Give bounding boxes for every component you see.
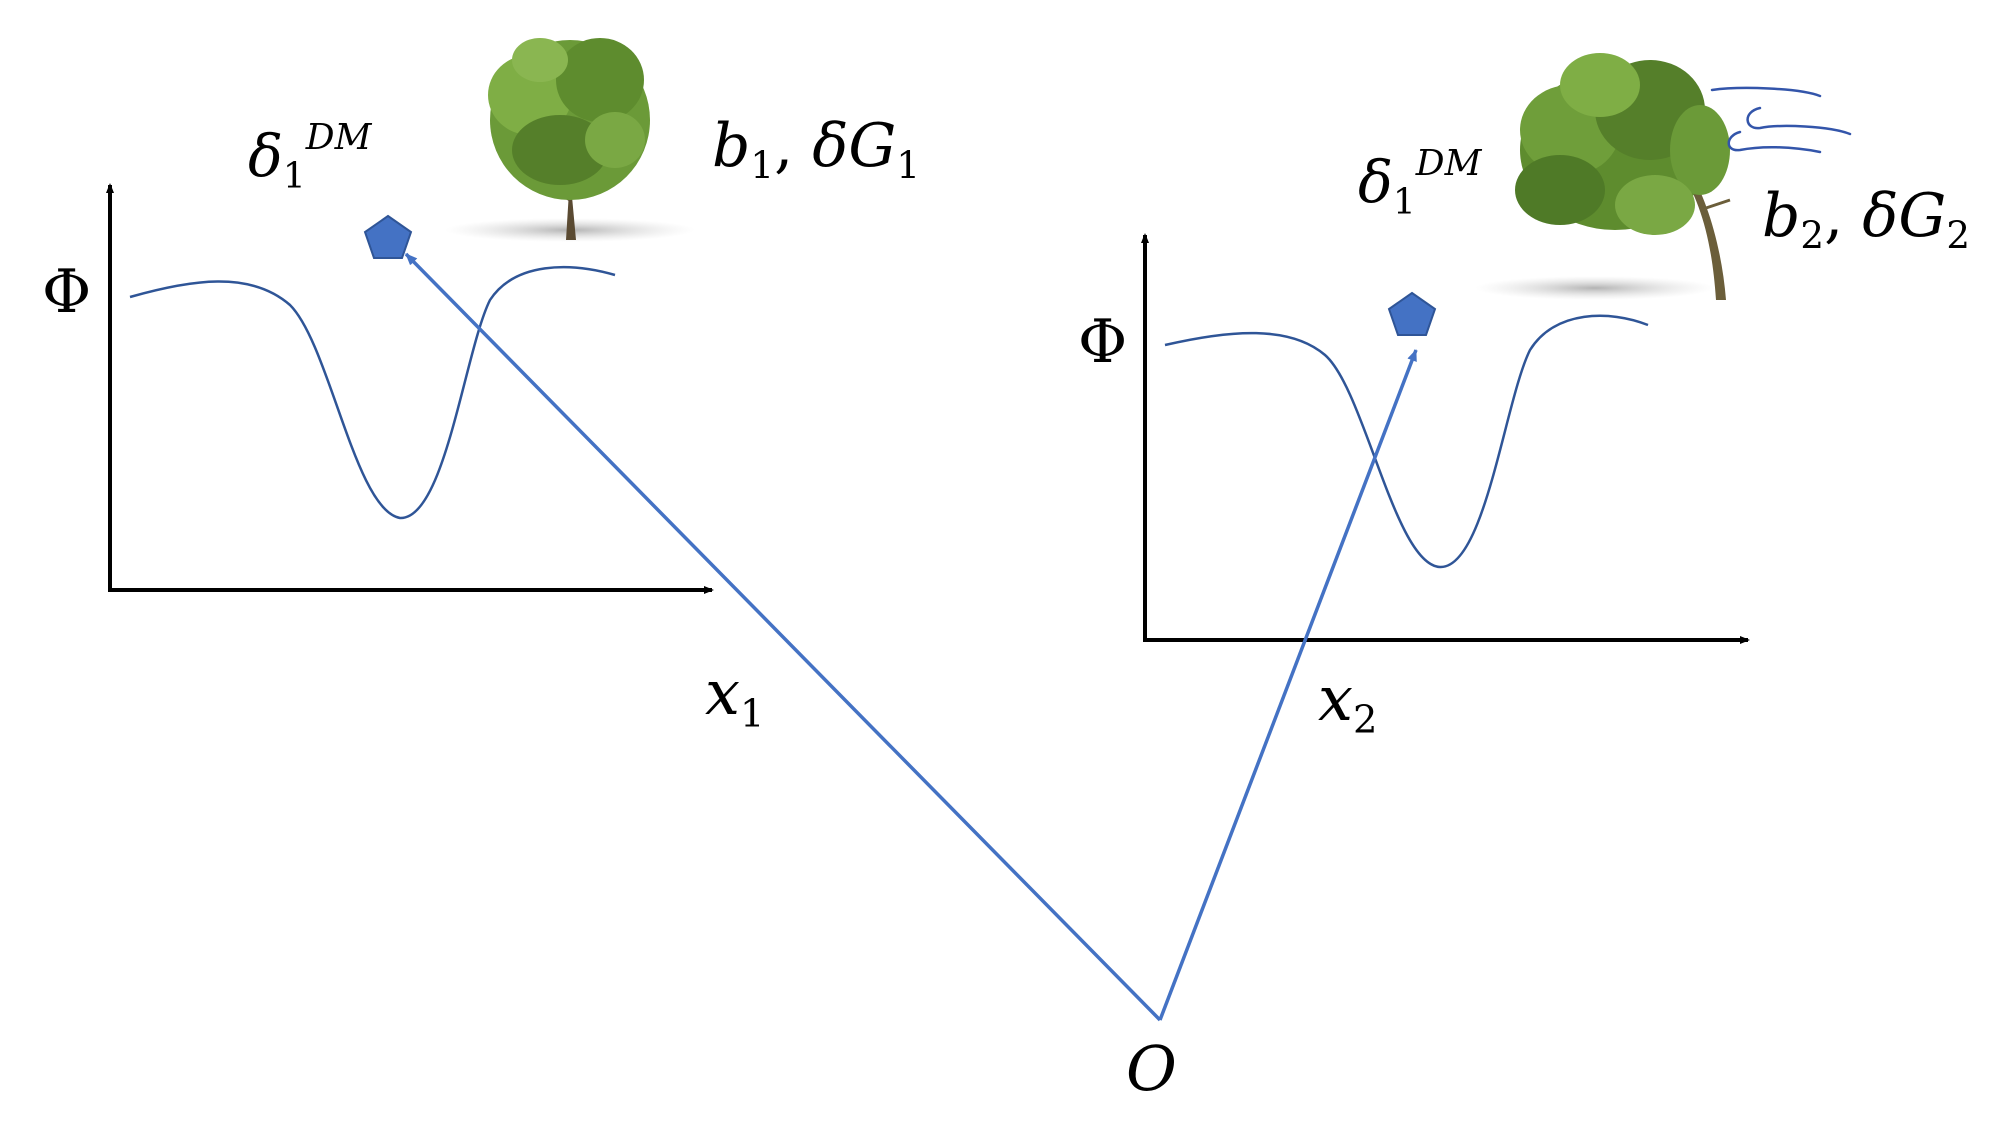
- left-plot: [106, 183, 714, 594]
- left-potential-curve: [129, 265, 616, 520]
- vector-x1-arrow: [404, 252, 1162, 1022]
- right-potential-curve: [1164, 314, 1649, 569]
- right-bias-label: b2, δG2: [1762, 181, 1970, 257]
- right-dm-pentagon-marker-icon: [1387, 291, 1437, 336]
- right-plot: [1141, 233, 1750, 644]
- vector-x2-arrow: [1158, 349, 1418, 1021]
- left-dm-pentagon-marker-icon: [363, 214, 413, 259]
- right-dm-perturbation-label: δ1DM: [1358, 143, 1482, 223]
- wind-lines-icon: [1710, 86, 1852, 154]
- left-phi-axis-label: Φ: [42, 257, 92, 327]
- left-bias-label: b1, δG1: [712, 111, 920, 187]
- left-x-axis-label: x1: [705, 656, 765, 737]
- left-tree-icon: [445, 38, 695, 242]
- right-phi-axis-label: Φ: [1078, 307, 1128, 377]
- right-x-axis-label: x2: [1318, 662, 1378, 743]
- windswept-tree-icon: [1475, 53, 1731, 300]
- origin-label: O: [1126, 1032, 1177, 1105]
- left-dm-perturbation-label: δ1DM: [248, 117, 372, 197]
